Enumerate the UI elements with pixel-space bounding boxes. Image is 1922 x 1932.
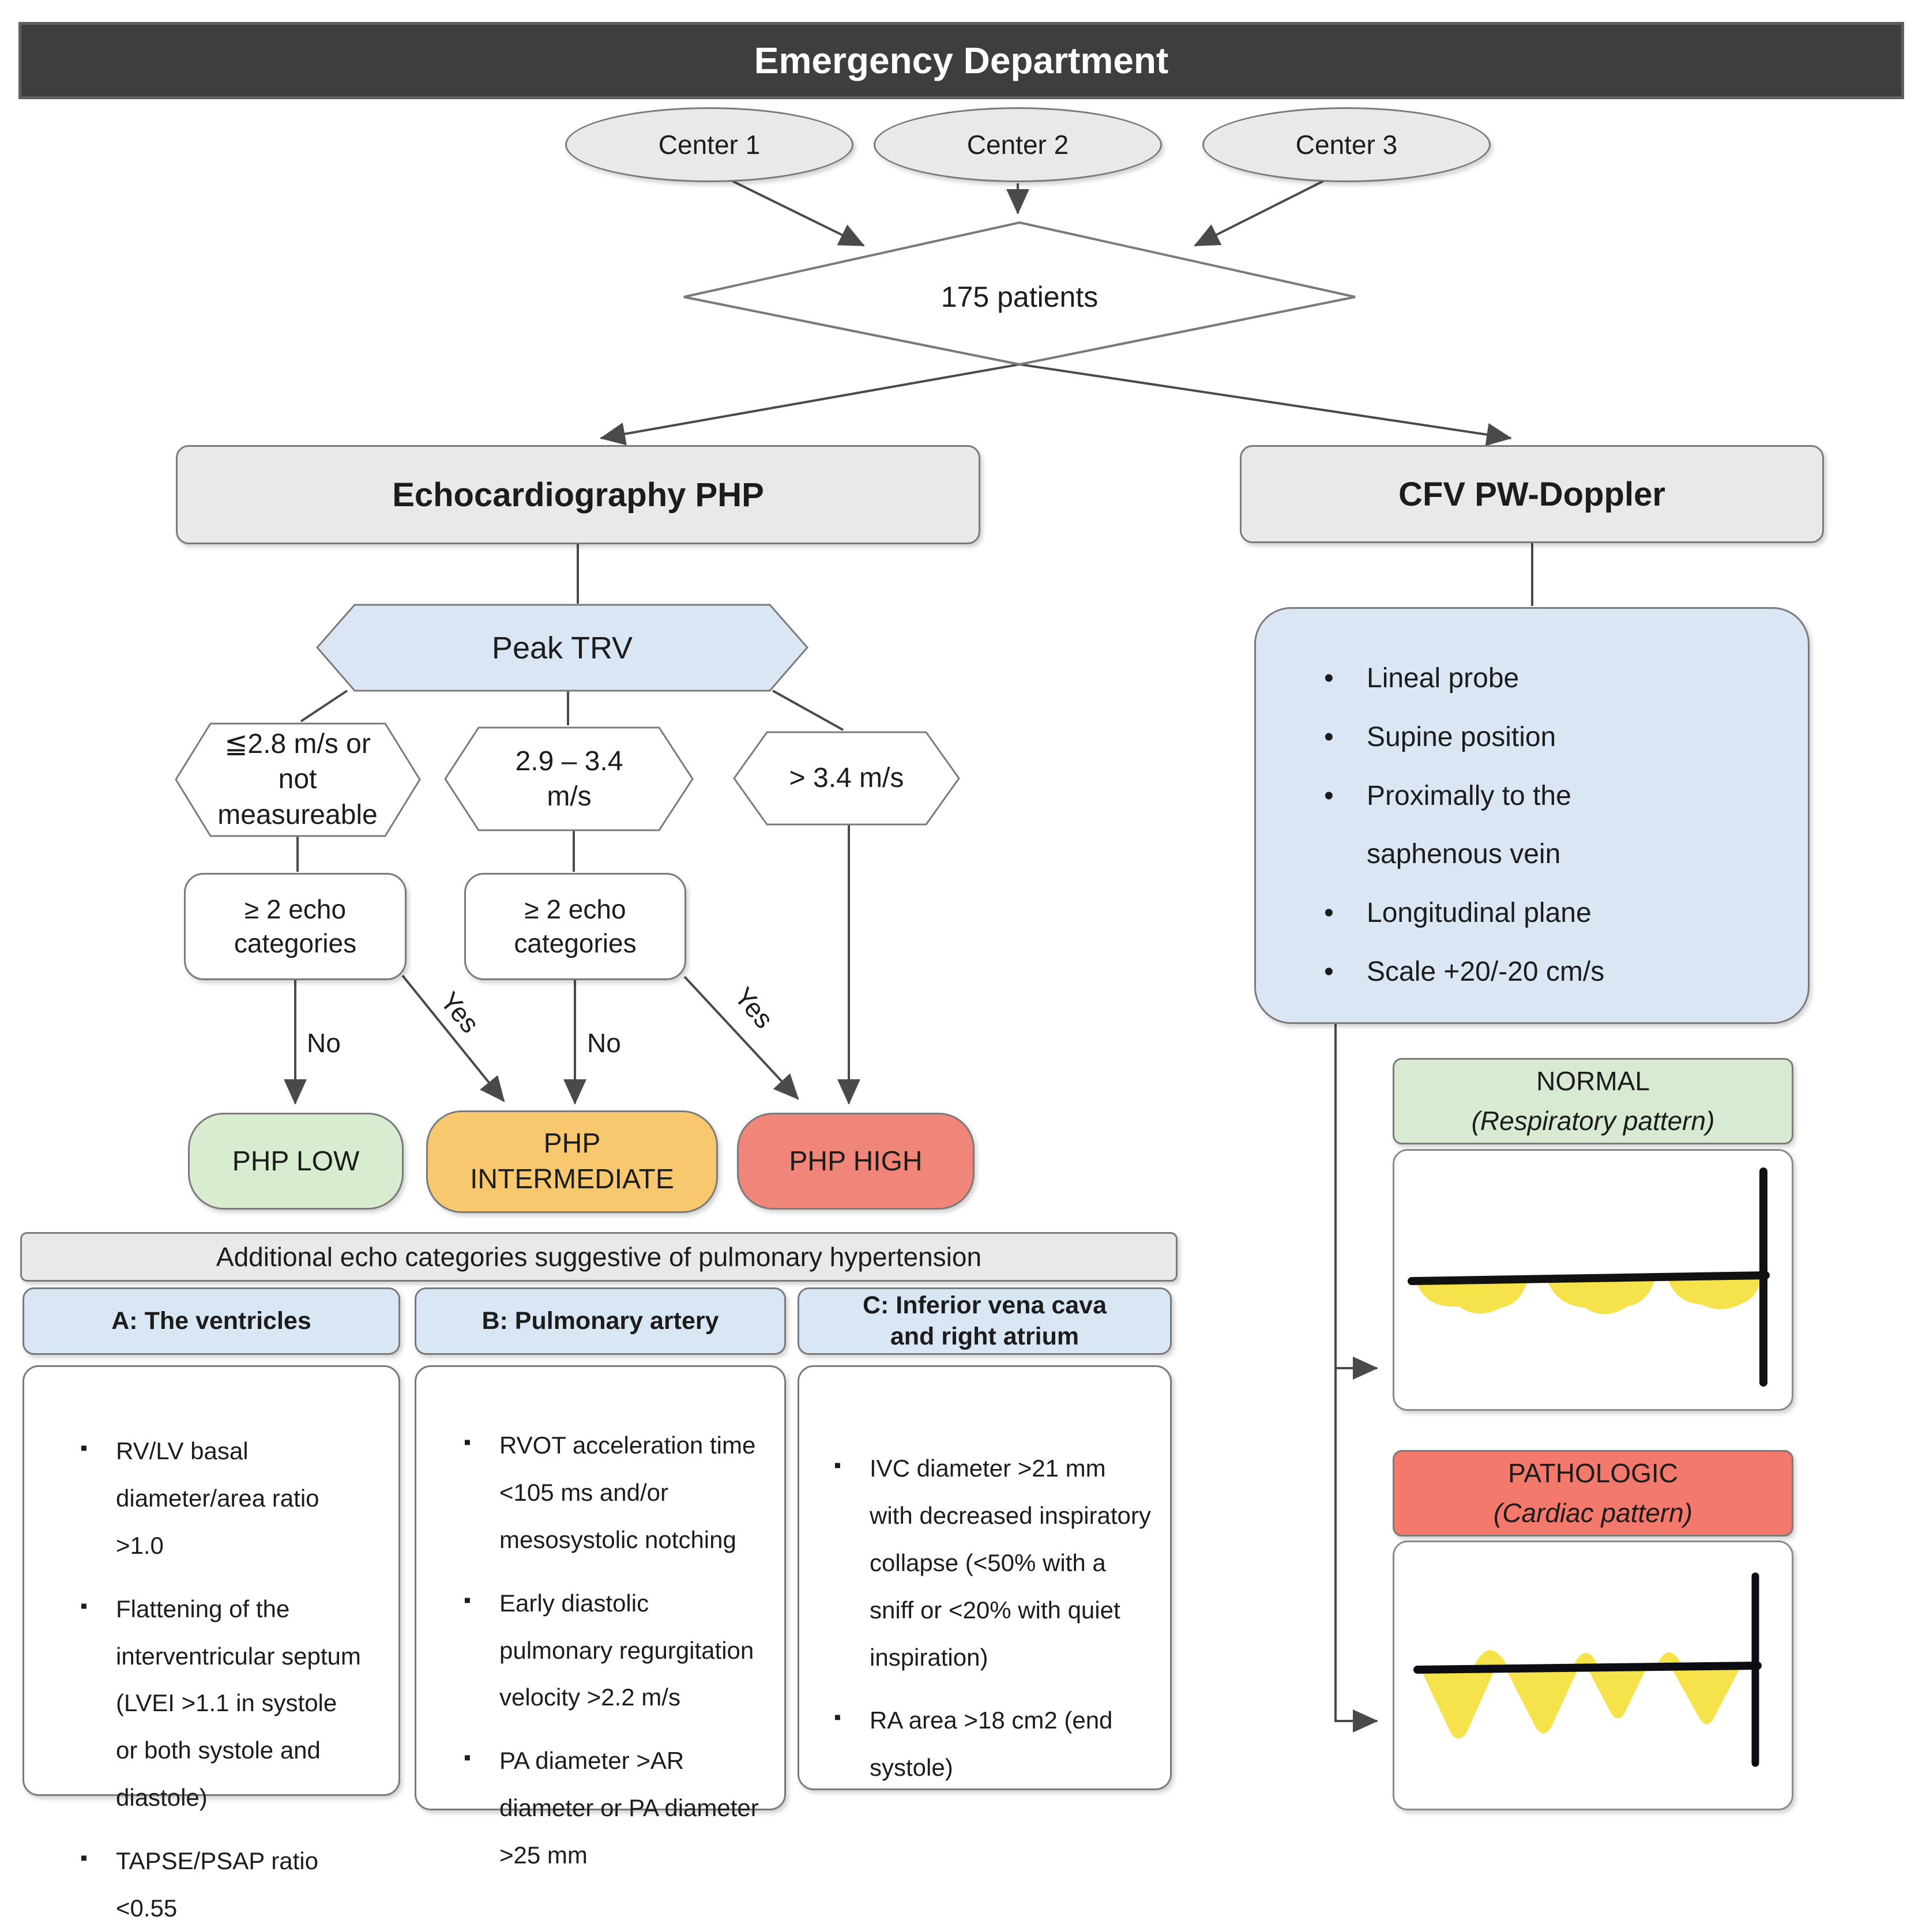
additional-categories-title-bar: Additional echo categories suggestive of… [20, 1232, 1178, 1282]
branch1-range-label: ≦2.8 m/s or not measureable [217, 728, 378, 830]
arrow-patients-cfv [683, 296, 1512, 446]
list-item: Longitudinal plane [1296, 884, 1700, 943]
pathologic-pattern-label: PATHOLOGIC (Cardiac pattern) [1393, 1450, 1793, 1536]
column-a-list: RV/LV basal diameter/area ratio >1.0 Fla… [79, 1428, 364, 1932]
column-b-header: B: Pulmonary artery [415, 1287, 786, 1355]
column-c-body: IVC diameter >21 mm with decreased inspi… [798, 1365, 1172, 1790]
branch2-range-label: 2.9 – 3.4 m/s [515, 745, 623, 812]
list-item: Scale +20/-20 cm/s [1296, 943, 1700, 1001]
list-item: TAPSE/PSAP ratio <0.55 [79, 1837, 364, 1932]
php-intermediate-outcome: PHP INTERMEDIATE [426, 1110, 718, 1213]
column-a-header: A: The ventricles [22, 1287, 400, 1355]
list-item: Lineal probe [1296, 649, 1700, 708]
column-c-header: C: Inferior vena cava and right atrium [798, 1287, 1172, 1355]
php-low-outcome: PHP LOW [188, 1113, 404, 1210]
arrow-patients-echo [600, 296, 1356, 446]
yes-label-1: Yes [434, 986, 486, 1039]
connector-trv-branch1 [300, 690, 348, 722]
arrow-settings-pathologic [1334, 1368, 1378, 1733]
pathologic-subtitle: (Cardiac pattern) [1493, 1498, 1693, 1528]
center-1-ellipse: Center 1 [565, 107, 853, 182]
connector-trv-branch3 [772, 690, 844, 731]
arrow-center1-patients [732, 180, 865, 247]
list-item: PA diameter >AR diameter or PA diameter … [462, 1737, 759, 1879]
branch3-range-label: > 3.4 m/s [789, 763, 904, 794]
echocardiography-php-title: Echocardiography PHP [176, 445, 980, 544]
list-item: RA area >18 cm2 (end systole) [833, 1697, 1154, 1791]
echo-categories-box-2: ≥ 2 echo categories [464, 873, 686, 980]
pathologic-title: PATHOLOGIC [1508, 1458, 1678, 1488]
php-high-outcome: PHP HIGH [737, 1113, 975, 1210]
normal-title: NORMAL [1536, 1066, 1650, 1096]
normal-waveform-panel [1393, 1149, 1793, 1411]
normal-subtitle: (Respiratory pattern) [1471, 1106, 1715, 1136]
cfv-settings-list: Lineal probe Supine position Proximally … [1296, 649, 1700, 1001]
cfv-settings-box: Lineal probe Supine position Proximally … [1254, 607, 1810, 1024]
emergency-department-header: Emergency Department [18, 22, 1904, 99]
no-label-1: No [307, 1028, 341, 1058]
column-c-list: IVC diameter >21 mm with decreased inspi… [833, 1445, 1154, 1791]
cfv-pw-doppler-title: CFV PW-Doppler [1240, 445, 1824, 543]
list-item: IVC diameter >21 mm with decreased inspi… [833, 1445, 1154, 1681]
pathologic-waveform-panel [1393, 1541, 1793, 1810]
column-a-body: RV/LV basal diameter/area ratio >1.0 Fla… [22, 1365, 400, 1922]
list-item: Supine position [1296, 708, 1700, 767]
list-item: Proximally to the saphenous vein [1296, 767, 1700, 884]
column-b-body: RVOT acceleration time <105 ms and/or me… [415, 1365, 786, 1869]
yes-label-2: Yes [728, 981, 780, 1034]
arrow-center3-patients [1194, 180, 1324, 247]
list-item: RV/LV basal diameter/area ratio >1.0 [79, 1428, 364, 1569]
patients-count-label: 175 patients [941, 281, 1099, 313]
column-b-list: RVOT acceleration time <105 ms and/or me… [462, 1422, 759, 1879]
list-item: Early diastolic pulmonary regurgitation … [462, 1580, 759, 1722]
normal-pattern-label: NORMAL (Respiratory pattern) [1393, 1058, 1793, 1144]
echo-categories-box-1: ≥ 2 echo categories [184, 873, 407, 980]
list-item: Flattening of the interventricular septu… [79, 1585, 364, 1821]
peak-trv-label: Peak TRV [491, 630, 633, 665]
list-item: RVOT acceleration time <105 ms and/or me… [462, 1422, 759, 1564]
no-label-2: No [587, 1028, 621, 1058]
arrow-settings-normal [1334, 1024, 1378, 1380]
center-3-ellipse: Center 3 [1202, 107, 1491, 182]
center-2-ellipse: Center 2 [874, 107, 1162, 182]
